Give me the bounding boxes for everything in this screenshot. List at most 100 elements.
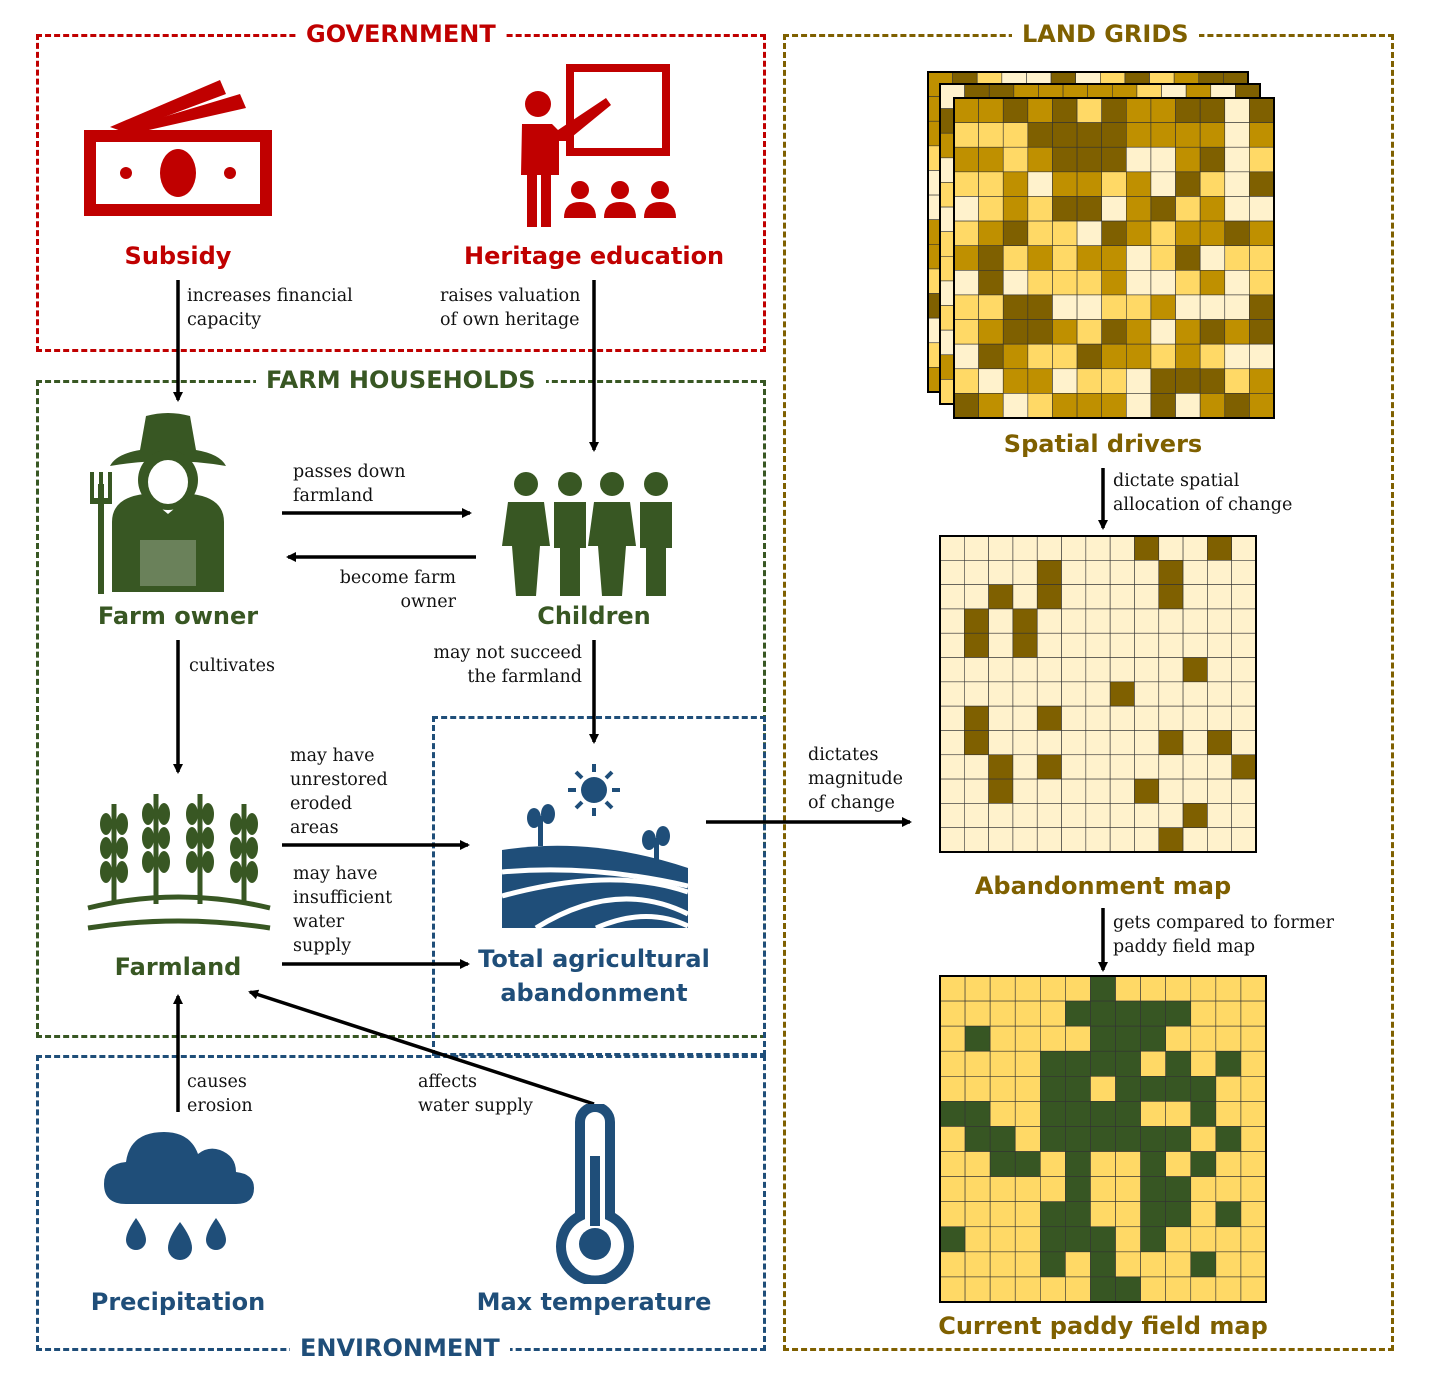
grid-cell <box>1012 560 1038 585</box>
grid-cell <box>953 368 979 394</box>
grid-cell <box>1231 632 1257 658</box>
grid-cell <box>1014 1201 1041 1228</box>
grid-cell <box>978 196 1004 222</box>
grid-cell <box>1249 122 1275 148</box>
grid-cell <box>978 368 1004 394</box>
grid-cell <box>1052 368 1078 394</box>
grid-cell <box>1207 705 1232 731</box>
grid-cell <box>1052 146 1078 173</box>
grid-cell <box>1231 827 1257 853</box>
grid-cell <box>1150 196 1176 222</box>
grid-cell <box>1190 1126 1217 1152</box>
grid-cell <box>1207 730 1232 756</box>
grid-cell <box>978 319 1004 345</box>
grid-cell <box>1126 220 1152 246</box>
grid-cell <box>978 97 1004 123</box>
grid-cell <box>1027 122 1053 148</box>
grid-cell <box>1249 368 1275 394</box>
grid-cell <box>1158 754 1184 780</box>
grid-cell <box>964 560 989 585</box>
grid-cell <box>978 245 1004 271</box>
grid-cell <box>1012 803 1038 828</box>
grid-cell <box>1090 1101 1116 1127</box>
grid-cell <box>1040 1201 1066 1228</box>
grid-cell <box>1109 608 1135 634</box>
grid-cell <box>1240 1076 1267 1102</box>
grid-cell <box>1249 319 1275 345</box>
grid-cell <box>1012 657 1038 683</box>
grid-cell <box>939 975 966 1002</box>
node-children: Children <box>537 602 651 630</box>
grid-cell <box>1036 560 1062 585</box>
grid-cell <box>1215 1151 1242 1177</box>
grid-cell <box>1040 1151 1066 1177</box>
grid-cell <box>1014 1025 1041 1052</box>
grid-cell <box>1240 1276 1267 1303</box>
grid-cell <box>989 1276 1016 1303</box>
grid-cell <box>978 393 1004 419</box>
grid-cell <box>1101 368 1127 394</box>
grid-cell <box>1101 171 1127 197</box>
grid-cell <box>1085 560 1111 585</box>
grid-cell <box>1158 584 1184 610</box>
grid-cell <box>1090 1251 1116 1278</box>
grid-cell <box>939 1151 966 1177</box>
grid-cell <box>964 1251 991 1278</box>
grid-cell <box>1115 1226 1141 1253</box>
grid-cell <box>1215 1126 1242 1152</box>
grid-cell <box>1061 535 1087 561</box>
grid-cell <box>1109 803 1135 828</box>
grid-cell <box>1199 171 1226 197</box>
node-spatial-drivers: Spatial drivers <box>1003 430 1203 458</box>
grid-cell <box>1224 393 1250 419</box>
grid-cell <box>1076 220 1102 246</box>
grid-cell <box>1126 294 1152 320</box>
grid-cell <box>988 705 1014 731</box>
grid-cell <box>1215 1101 1242 1127</box>
grid-cell <box>1165 1276 1192 1303</box>
node-precipitation: Precipitation <box>90 1288 266 1316</box>
grid-cell <box>1175 368 1201 394</box>
grid-cell <box>1115 1126 1141 1152</box>
grid-cell <box>1101 146 1127 173</box>
edge-label-temp-farmland: affects water supply <box>418 1072 533 1116</box>
grid-cell <box>1199 343 1226 370</box>
grid-cell <box>1014 975 1041 1002</box>
grid-cell <box>1207 560 1232 585</box>
grid-cell <box>978 343 1004 370</box>
grid-cell <box>1040 1276 1066 1303</box>
grid-cell <box>1165 1050 1192 1077</box>
grid-cell <box>1215 1000 1242 1027</box>
grid-cell <box>1240 1101 1267 1127</box>
grid-cell <box>1199 319 1226 345</box>
grid-cell <box>1165 1176 1192 1202</box>
grid-cell <box>1012 778 1038 804</box>
grid-cell <box>1126 343 1152 370</box>
grid-cell <box>1014 1076 1041 1102</box>
grid-cell <box>1165 975 1192 1002</box>
grid-cell <box>1061 803 1087 828</box>
grid-cell <box>939 705 965 731</box>
grid-cell <box>1076 393 1102 419</box>
grid-cell <box>1115 1050 1141 1077</box>
grid-cell <box>1134 827 1160 853</box>
grid-cell <box>989 1050 1016 1077</box>
grid-cell <box>1101 393 1127 419</box>
grid-cell <box>988 754 1014 780</box>
grid-cell <box>1036 730 1062 756</box>
grid-cell <box>1199 393 1226 419</box>
grid-cell <box>1182 632 1208 658</box>
grid-cell <box>1014 1176 1041 1202</box>
government-title: GOVERNMENT <box>296 20 506 48</box>
grid-cell <box>939 1000 966 1027</box>
grid-cell <box>1076 319 1102 345</box>
grid-cell <box>989 1101 1016 1127</box>
grid-cell <box>1249 97 1275 123</box>
grid-cell <box>1085 608 1111 634</box>
grid-cell <box>939 1050 966 1077</box>
grid-cell <box>1002 122 1029 148</box>
grid-cell <box>988 778 1014 804</box>
grid-border <box>939 535 1257 853</box>
grid-cell <box>1140 1126 1166 1152</box>
